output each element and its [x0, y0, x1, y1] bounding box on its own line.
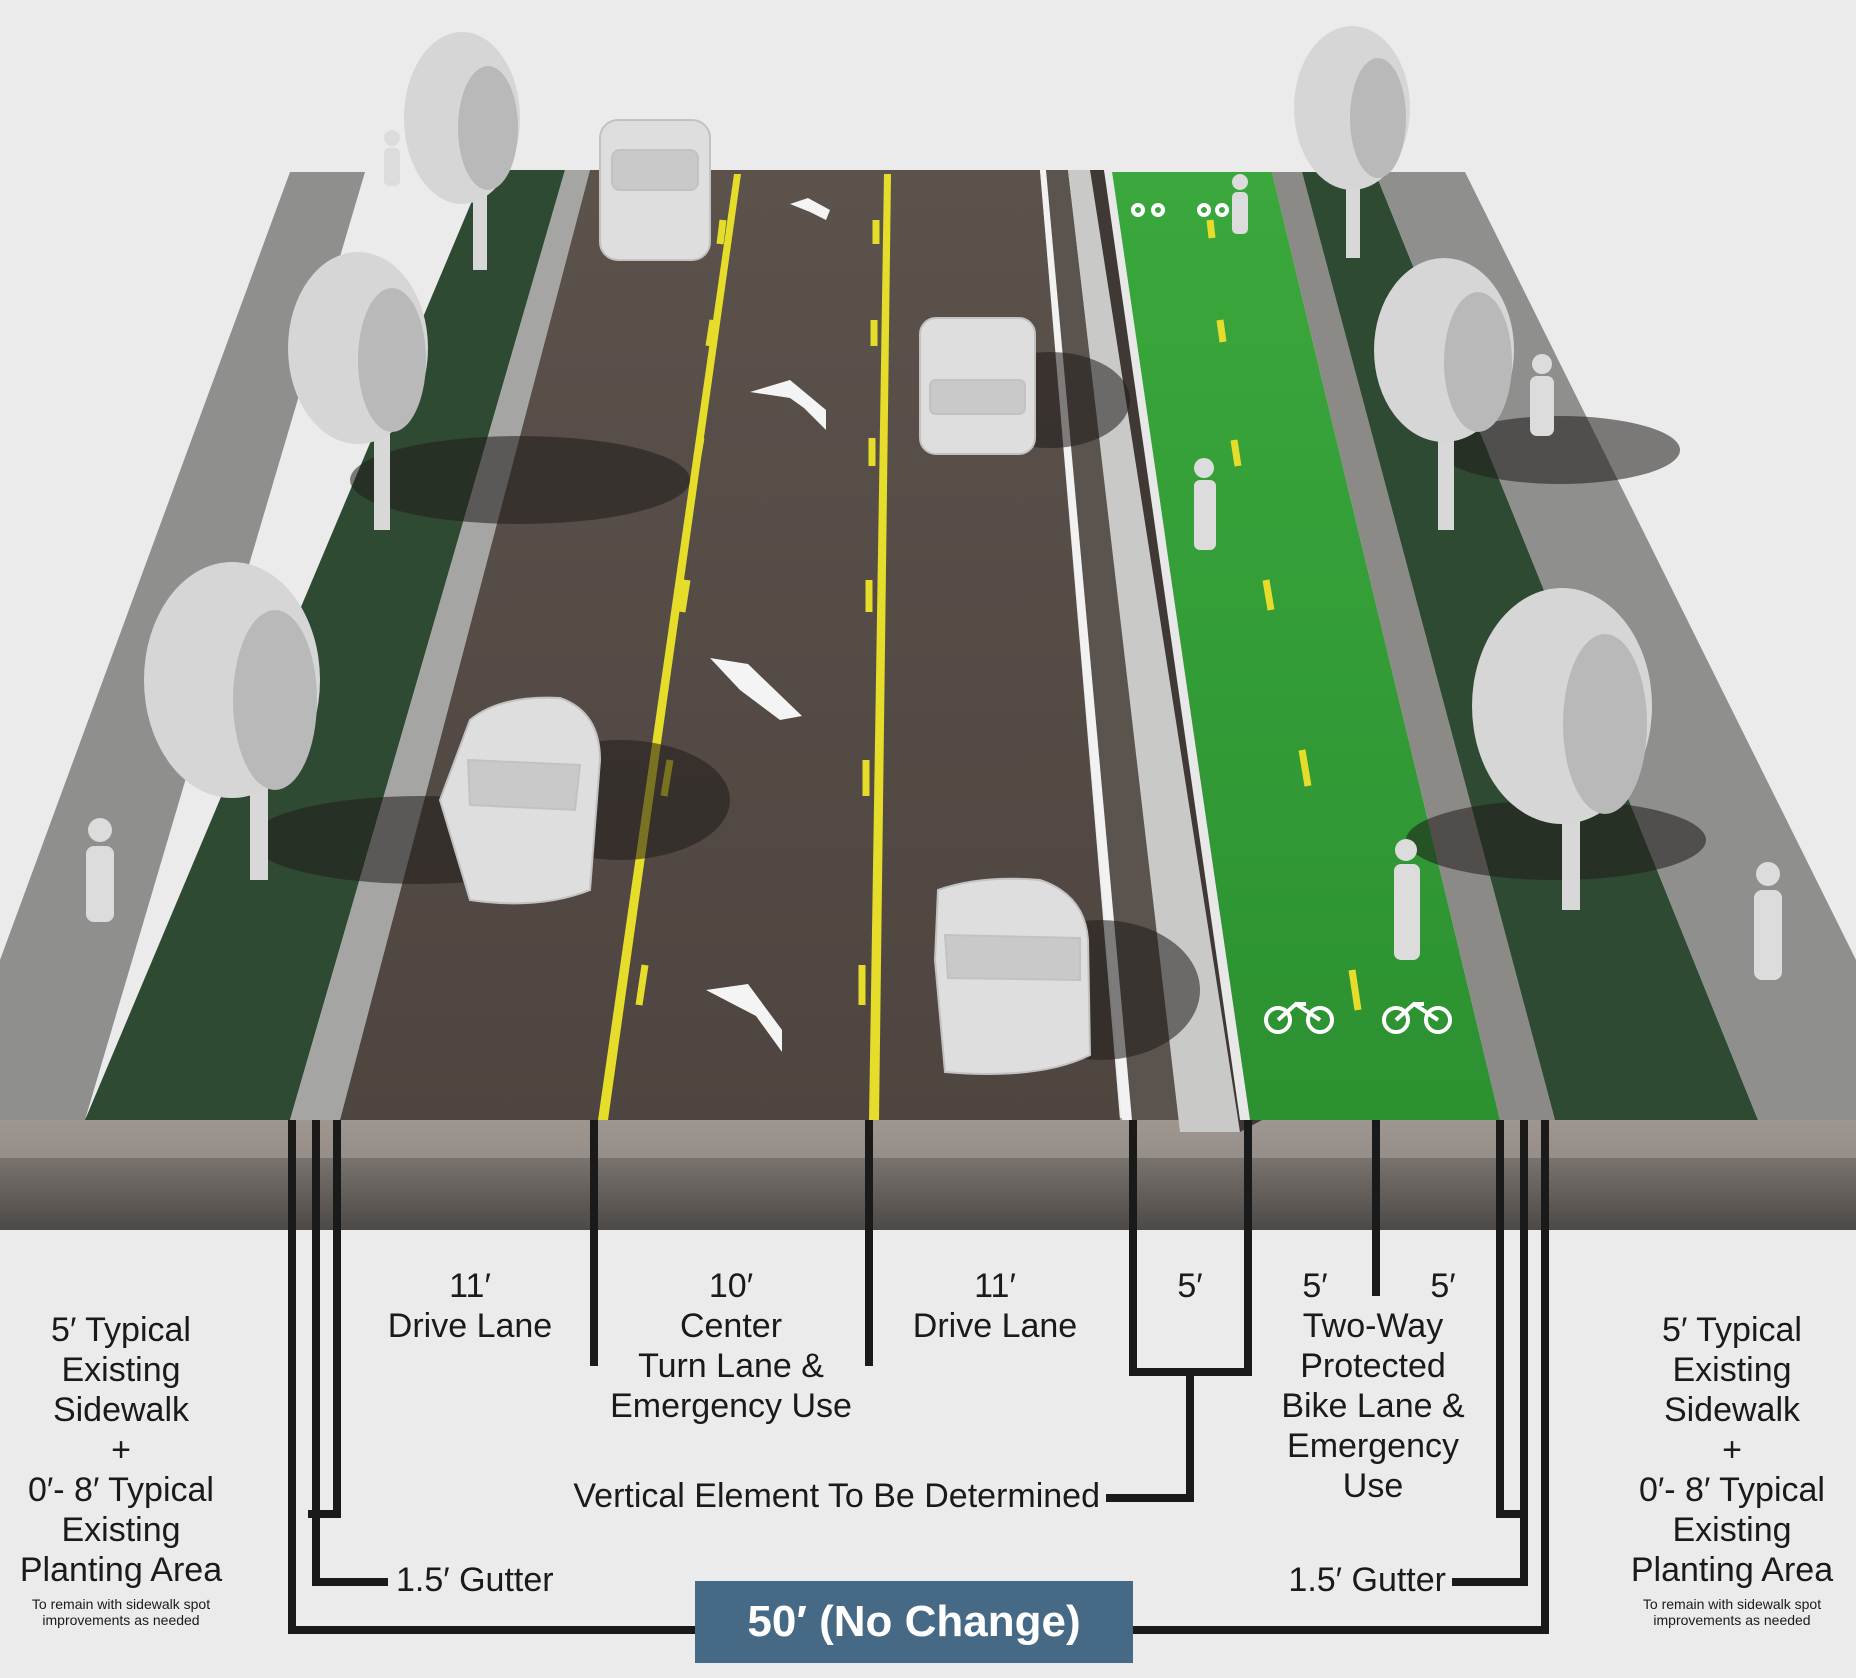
bike-symbols [1131, 203, 1452, 1034]
tree-right-mid [1374, 258, 1514, 530]
cars [438, 119, 1092, 1075]
label-right-sidewalk: 5′ Typical Existing Sidewalk + 0′- 8′ Ty… [1608, 1270, 1856, 1668]
cyclist-mid [1194, 458, 1216, 550]
bike-lane-edge-left [1104, 170, 1250, 1120]
label-gutter-right: 1.5′ Gutter [1288, 1561, 1446, 1599]
label-bike-lane-left-width: 5′ [1302, 1267, 1328, 1305]
pedestrian-left-near [86, 818, 114, 922]
tree-left-mid [288, 252, 428, 530]
label-right-sidewalk-note: To remain with sidewalk spot improvement… [1642, 1596, 1822, 1628]
total-width-box: 50′ (No Change) [695, 1581, 1133, 1663]
label-left-sidewalk-note: To remain with sidewalk spot improvement… [31, 1596, 211, 1628]
car-near-left [438, 696, 602, 905]
label-right-sidewalk-text: 5′ Typical Existing Sidewalk + 0′- 8′ Ty… [1630, 1311, 1834, 1589]
label-drive-lane-left: 11′ Drive Lane [387, 1267, 553, 1345]
label-gutter-left: 1.5′ Gutter [396, 1561, 554, 1599]
label-drive-lane-right: 11′ Drive Lane [912, 1267, 1078, 1345]
left-planting-strip [85, 170, 565, 1120]
label-buffer-width: 5′ [1177, 1267, 1203, 1305]
tree-right-far [1294, 26, 1410, 258]
total-width-label: 50′ (No Change) [747, 1597, 1081, 1646]
soil-top [0, 1118, 1856, 1158]
dimension-leaders [288, 1120, 1549, 1634]
cyclist-far [1232, 174, 1248, 234]
pedestrian-right-mid [1530, 354, 1554, 436]
bike-lane-dashes [1206, 219, 1362, 1011]
turn-arrows [706, 198, 830, 1052]
pedestrian-right-near [1754, 862, 1782, 980]
car-far-right [919, 317, 1036, 455]
right-gutter [1272, 172, 1555, 1120]
pedestrian-left-far [384, 130, 400, 186]
left-gutter [290, 170, 590, 1120]
label-bike-lane-right-width: 5′ [1430, 1267, 1456, 1305]
yellow-line-right [869, 174, 891, 1120]
label-bike-lane: Two-Way Protected Bike Lane & Emergency … [1281, 1307, 1465, 1505]
yellow-line-left [598, 174, 741, 1120]
car-near-right [933, 877, 1092, 1075]
cyclist-near [1394, 839, 1420, 960]
trees [144, 26, 1652, 910]
label-left-sidewalk-text: 5′ Typical Existing Sidewalk + 0′- 8′ Ty… [19, 1311, 223, 1589]
label-vertical-element: Vertical Element To Be Determined [573, 1477, 1100, 1515]
label-center-lane: 10′ Center Turn Lane & Emergency Use [610, 1267, 852, 1425]
car-far-left [599, 119, 711, 261]
tree-left-far [404, 32, 520, 270]
label-left-sidewalk: 5′ Typical Existing Sidewalk + 0′- 8′ Ty… [0, 1270, 242, 1668]
people [86, 130, 1782, 980]
tree-left-near [144, 562, 320, 880]
tree-right-near [1472, 588, 1652, 910]
